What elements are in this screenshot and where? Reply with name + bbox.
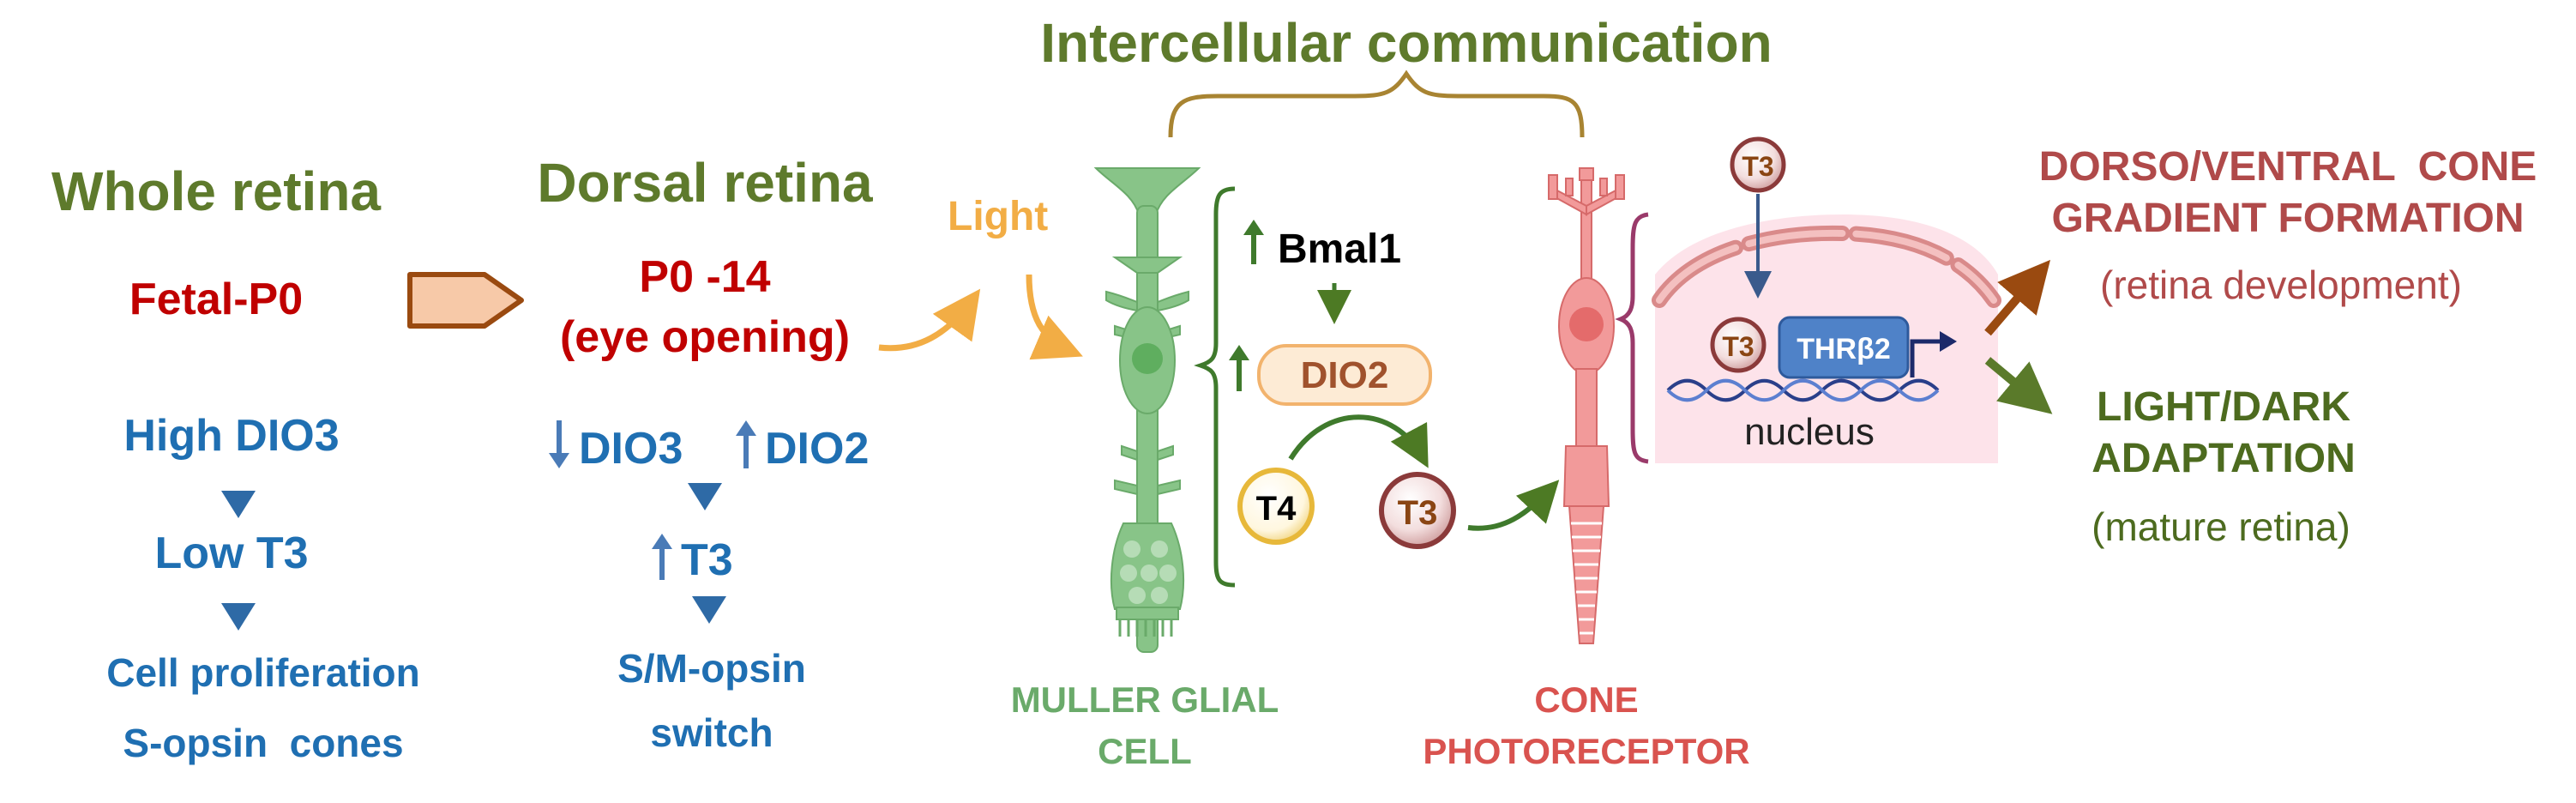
adaptation-heading: ADAPTATION: [2091, 436, 2356, 481]
cone-nucleus: [1569, 307, 1604, 341]
t3-to-cone-arrow: [1467, 480, 1560, 531]
diagram-title: Intercellular communication: [1040, 12, 1773, 74]
t3-top-molecule: [1730, 136, 1786, 193]
down-triangle-icon: [692, 596, 726, 624]
fetal-p0-label: Fetal-P0: [129, 275, 303, 324]
transcription-arrow-head: [1940, 331, 1957, 352]
dio2-enzyme-box: [1257, 344, 1432, 406]
cell-proliferation-label: Cell proliferation: [106, 650, 419, 695]
dorso-ventral-heading: DORSO/VENTRAL CONE: [2039, 144, 2537, 190]
dio3-decrease-label: DIO3: [579, 424, 683, 474]
t3-nucleus-label: T3: [1722, 331, 1754, 362]
t4-molecule: [1237, 468, 1315, 545]
cone-outer-segment-discs: [1571, 522, 1602, 635]
down-triangle-icon: [221, 491, 256, 518]
adaptation-outcome-arrow: [1984, 357, 2053, 414]
dio2-enzyme-label: DIO2: [1301, 354, 1389, 396]
light-arrow-up: [878, 288, 981, 352]
t4-molecule-label: T4: [1256, 490, 1297, 528]
up-arrow-head: [652, 534, 672, 549]
communication-brace: [1168, 69, 1585, 138]
down-triangle-icon: [688, 483, 722, 510]
light-dark-heading: LIGHT/DARK: [2097, 384, 2350, 430]
gradient-formation-heading: GRADIENT FORMATION: [2051, 196, 2524, 241]
thrb2-receptor-label: THRβ2: [1797, 333, 1891, 365]
dorsal-retina-heading: Dorsal retina: [537, 152, 873, 214]
t3-molecule-label: T3: [1398, 494, 1438, 532]
muller-foot-bubbles: [1120, 540, 1177, 604]
mature-retina-label: (mature retina): [2091, 504, 2350, 549]
muller-foot-fringe: [1118, 619, 1173, 637]
dio2-up-arrow-head: [1229, 345, 1249, 360]
muller-nucleus: [1132, 343, 1163, 374]
transition-arrow-shape: [407, 272, 524, 329]
muller-label-line2: CELL: [1098, 731, 1192, 771]
down-arrow-head: [549, 453, 569, 468]
cone-label-line1: CONE: [1534, 679, 1638, 720]
dna-helix: [1666, 378, 1940, 402]
dio2-increase-label: DIO2: [765, 424, 869, 474]
sm-opsin-label: S/M-opsin: [617, 646, 806, 691]
switch-label: switch: [650, 710, 773, 755]
thrb2-receptor-box: [1778, 316, 1910, 379]
up-arrow-head: [736, 420, 756, 436]
eye-opening-label: (eye opening): [560, 312, 850, 362]
light-label: Light: [948, 194, 1048, 239]
s-opsin-cones-label: S-opsin cones: [123, 721, 403, 765]
cone-zoom-bracket: [1615, 212, 1649, 464]
muller-label-line1: MULLER GLIAL: [1011, 679, 1279, 720]
t4-to-t3-arrow: [1288, 414, 1429, 468]
whole-retina-heading: Whole retina: [51, 160, 381, 222]
bmal1-label: Bmal1: [1278, 226, 1401, 272]
low-t3-label: Low T3: [154, 528, 308, 578]
nucleus-label: nucleus: [1744, 411, 1875, 453]
retina-development-label: (retina development): [2100, 263, 2462, 307]
down-triangle-icon: [221, 603, 256, 631]
t3-molecule: [1379, 472, 1456, 549]
cone-photoreceptor-illustration: [1548, 167, 1625, 644]
nuclear-envelope-inner: [1656, 229, 1997, 304]
t3-top-label: T3: [1742, 151, 1773, 182]
muller-brace: [1194, 186, 1236, 588]
cone-label-line2: PHOTORECEPTOR: [1423, 731, 1749, 771]
t3-increase-label: T3: [681, 535, 733, 585]
t3-nucleus-molecule: [1710, 317, 1766, 373]
light-arrow-down: [1026, 274, 1083, 360]
development-outcome-arrow: [1984, 259, 2051, 336]
high-dio3-label: High DIO3: [123, 411, 339, 461]
p0-14-label: P0 -14: [639, 252, 770, 302]
bmal1-up-arrow-head: [1243, 220, 1264, 235]
transcription-start-arrow: [1910, 339, 1945, 377]
